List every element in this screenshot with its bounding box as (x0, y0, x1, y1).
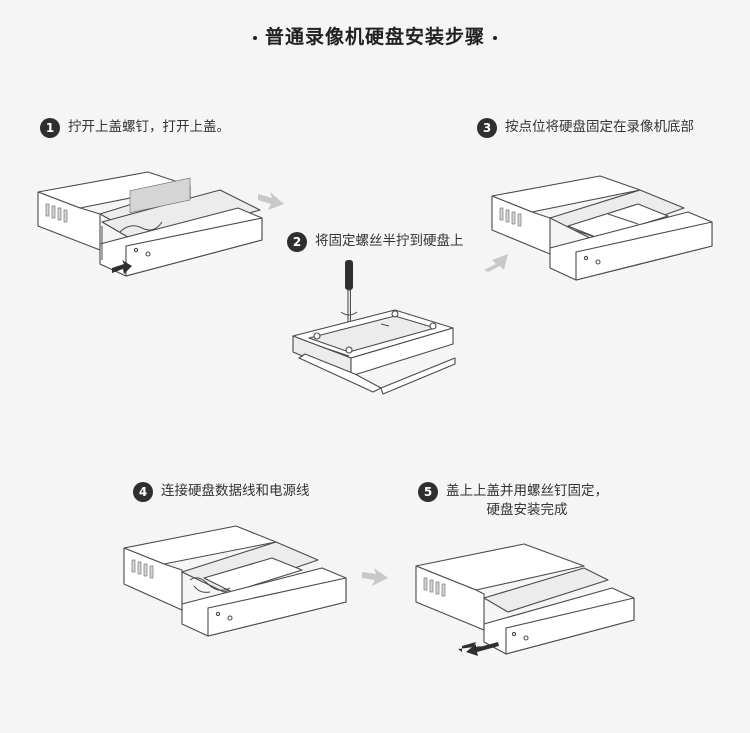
step-3-text: 按点位将硬盘固定在录像机底部 (505, 119, 694, 135)
step-3-badge: 3 (477, 118, 497, 138)
step-4-badge: 4 (133, 482, 153, 502)
step-5-text: 盖上上盖并用螺丝钉固定， 硬盘安装完成 (446, 482, 608, 520)
next-step-arrow-icon (258, 192, 284, 210)
step-1-badge: 1 (40, 118, 60, 138)
step-2-badge: 2 (287, 232, 307, 252)
step-5-text-line2: 硬盘安装完成 (486, 502, 568, 518)
step-5-badge: 5 (418, 482, 438, 502)
next-step-arrow-icon-2 (484, 254, 508, 272)
title-dot-left-icon (252, 35, 257, 40)
step-5-dvr-illustration (415, 543, 635, 656)
screwdriver-icon (340, 260, 358, 337)
step-1-text: 拧开上盖螺钉，打开上盖。 (68, 119, 230, 135)
step-4-text: 连接硬盘数据线和电源线 (161, 483, 310, 499)
page-title-text: 普通录像机硬盘安装步骤 (264, 26, 485, 48)
step-5-label: 5 盖上上盖并用螺丝钉固定， 硬盘安装完成 (418, 482, 608, 520)
step-2-text: 将固定螺丝半拧到硬盘上 (315, 233, 464, 249)
step-5-text-line1: 盖上上盖并用螺丝钉固定， (446, 483, 608, 499)
step-4-dvr-illustration (123, 525, 347, 637)
title-dot-right-icon (493, 35, 497, 40)
step-3-label: 3 按点位将硬盘固定在录像机底部 (477, 118, 694, 138)
step-1-dvr-illustration (37, 171, 263, 277)
step-1-label: 1 拧开上盖螺钉，打开上盖。 (40, 118, 230, 138)
next-step-arrow-icon-3 (362, 568, 388, 586)
step-2-hdd-illustration (292, 260, 456, 395)
step-2-label: 2 将固定螺丝半拧到硬盘上 (287, 232, 464, 252)
page-title: 普通录像机硬盘安装步骤 (0, 22, 750, 49)
step-4-label: 4 连接硬盘数据线和电源线 (133, 482, 310, 502)
direction-arrow-icon (112, 260, 132, 274)
step-3-dvr-illustration (491, 175, 713, 281)
direction-arrow-icon-2 (458, 642, 482, 652)
